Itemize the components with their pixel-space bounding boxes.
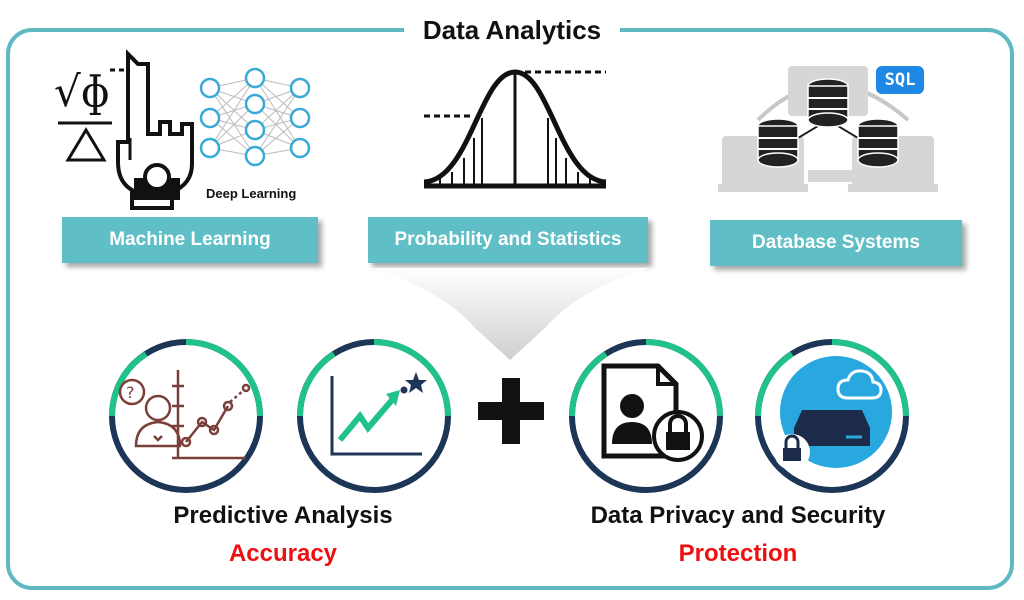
plus-icon [478, 378, 544, 444]
secure-document-circle-icon [569, 339, 723, 493]
merge-arrow-icon [370, 268, 650, 360]
svg-text:√ɸ: √ɸ [54, 67, 110, 116]
database-servers-icon [718, 66, 938, 192]
deep-learning-label: Deep Learning [206, 186, 297, 201]
predictive-analysis-caption: Predictive Analysis [173, 502, 393, 529]
sql-badge: SQL [876, 66, 924, 94]
svg-text:?: ? [126, 383, 135, 402]
growth-chart-circle-icon [297, 339, 451, 493]
predictive-person-circle-icon: ? [109, 339, 263, 493]
accuracy-label: Accuracy [228, 540, 338, 567]
cloud-storage-circle-icon [755, 339, 909, 493]
protection-label: Protection [678, 540, 798, 567]
database-systems-box: Database Systems [710, 220, 962, 266]
data-privacy-security-caption: Data Privacy and Security [590, 502, 886, 529]
probability-statistics-box: Probability and Statistics [368, 217, 648, 263]
bell-curve-icon [423, 69, 607, 189]
machine-learning-box: Machine Learning [62, 217, 318, 263]
machine-learning-icon: √ɸ [54, 49, 311, 210]
diagram-title: Data Analytics [404, 10, 620, 50]
